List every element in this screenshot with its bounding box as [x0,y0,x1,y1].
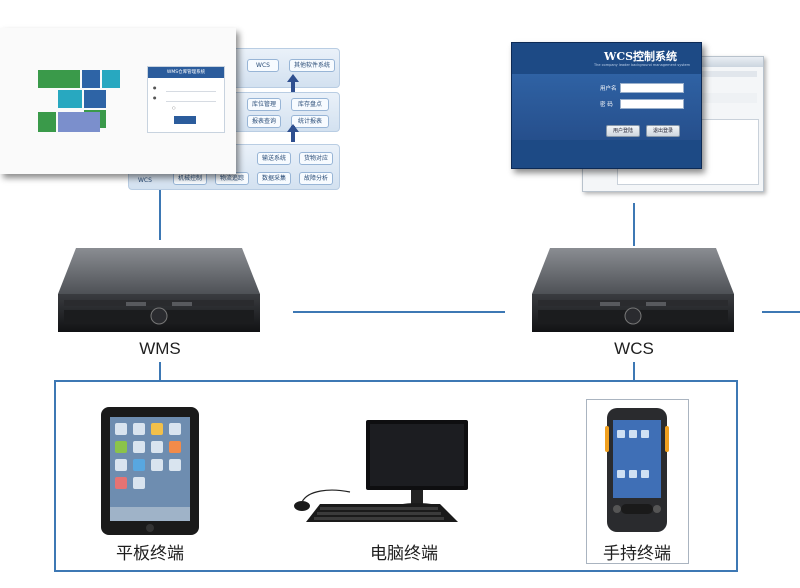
arch-box: 货物对应 [299,152,333,165]
arch-box: 库存盘点 [291,98,329,111]
handheld-icon [605,408,669,532]
arch-box: 其他软件系统 [289,59,335,72]
exit-button[interactable]: 退出登录 [646,125,680,137]
login-dot: ● [153,95,157,100]
arch-box: 库位管理 [247,98,281,111]
password-input[interactable] [166,96,216,102]
handheld-frame [586,399,689,564]
logo-block [102,70,120,88]
wms-uplink-line [159,190,161,240]
arch-box: 故障分析 [299,172,333,185]
arch-box: WCS [247,59,279,72]
logo-block [82,70,100,88]
arch-box: 数据采集 [257,172,291,185]
username-label: 用户名 [600,86,617,92]
tablet-icon [101,407,199,535]
login-button[interactable] [174,116,196,124]
wms-downlink-line [159,362,161,382]
handheld-terminal-label: 手持终端 [603,544,671,564]
password-input[interactable] [620,99,684,109]
arch-arrow-stem [291,126,295,142]
wcs-window-subtitle: The company leader background management… [594,63,691,67]
tablet-terminal-label: 平板终端 [116,544,184,564]
arch-box: 输送系统 [257,152,291,165]
wcs-window-title: WCS控制系统 [604,50,678,63]
computer-icon [294,420,468,522]
remember-checkbox[interactable]: ○ [172,105,176,110]
wms-login-screenshot: WMS仓库管理系统 ● ● ○ [0,28,236,174]
arch-box: 报表查询 [247,115,281,128]
login-button[interactable]: 用户登陆 [606,125,640,137]
server-link-line [293,311,505,313]
login-card-title: WMS仓库管理系统 [148,67,224,78]
login-card: WMS仓库管理系统 ● ● ○ [147,66,225,133]
arch-arrow-icon [287,74,299,82]
logo-block [84,90,106,108]
username-input[interactable] [620,83,684,93]
computer-terminal-label: 电脑终端 [370,544,438,564]
logo-block [58,112,100,132]
window-toolbar [695,93,757,103]
wcs-login-window: WCS控制系统 The company leader background ma… [511,42,702,169]
wcs-server-icon [532,248,734,332]
wcs-uplink-line [633,203,635,246]
arch-arrow-stem [291,78,295,92]
wms-server-label: WMS [139,339,181,358]
wcs-server-label: WCS [614,339,654,358]
terminals-frame [54,380,738,572]
wms-server-icon [58,248,260,332]
logo-block [38,112,56,132]
username-input[interactable] [166,86,216,92]
arch-box: 统计报表 [291,115,329,128]
arch-side-label: WCS [138,177,152,184]
window-toolbar [695,71,757,77]
logo-block [38,70,80,88]
login-dot: ● [153,85,157,90]
arch-arrow-icon [287,124,299,132]
wcs-downlink-line [633,362,635,382]
password-label: 密 码 [600,102,613,108]
server-right-link-line [762,311,800,313]
logo-block [58,90,82,108]
